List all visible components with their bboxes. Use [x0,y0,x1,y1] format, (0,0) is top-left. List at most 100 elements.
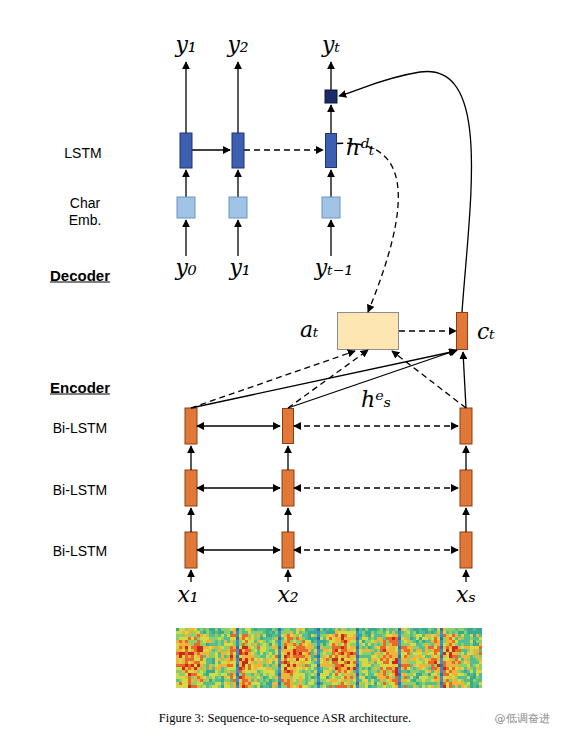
spectrogram-cell [212,676,215,679]
spectrogram-cell [458,685,461,688]
spectrogram-cell [422,685,425,688]
spectrogram-cell [461,631,464,634]
spectrogram-cell [422,628,425,631]
spectrogram-cell [305,667,308,670]
spectrogram-cell [326,640,329,643]
spectrogram-cell [419,643,422,646]
spectrogram-cell [245,628,248,631]
spectrogram-cell [416,640,419,643]
spectrogram-cell [380,640,383,643]
spectrogram-cell [287,655,290,658]
spectrogram-cell [401,661,404,664]
spectrogram-cell [221,649,224,652]
spectrogram-cell [290,664,293,667]
spectrogram-cell [389,631,392,634]
spectrogram-cell [410,661,413,664]
spectrogram-cell [272,646,275,649]
spectrogram-cell [434,646,437,649]
spectrogram-cell [323,628,326,631]
spectrogram-cell [215,631,218,634]
spectrogram-cell [215,676,218,679]
spectrogram-cell [383,682,386,685]
spectrogram-cell [443,637,446,640]
spectrogram-cell [230,682,233,685]
spectrogram-cell [233,655,236,658]
spectrogram-cell [329,682,332,685]
spectrogram-cell [446,667,449,670]
spectrogram-cell [455,661,458,664]
spectrogram-cell [413,643,416,646]
spectrogram-cell [338,676,341,679]
spectrogram-cell [239,685,242,688]
spectrogram-cell [314,652,317,655]
spectrogram-cell [467,652,470,655]
spectrogram-cell [266,640,269,643]
spectrogram-cell [458,676,461,679]
spectrogram-cell [368,634,371,637]
spectrogram-cell [194,673,197,676]
spectrogram-cell [188,643,191,646]
spectrogram-cell [365,631,368,634]
spectrogram-cell [281,673,284,676]
spectrogram-cell [359,628,362,631]
spectrogram-cell [452,634,455,637]
spectrogram-cell [458,643,461,646]
spectrogram-cell [203,673,206,676]
spectrogram-cell [404,658,407,661]
spectrogram-cell [359,679,362,682]
spectrogram-cell [437,667,440,670]
spectrogram-cell [323,679,326,682]
spectrogram-cell [440,628,443,631]
spectrogram-cell [350,679,353,682]
spectrogram-cell [446,637,449,640]
spectrogram-cell [464,646,467,649]
spectrogram-cell [362,664,365,667]
spectrogram-cell [404,682,407,685]
spectrogram-cell [233,634,236,637]
spectrogram-cell [326,679,329,682]
spectrogram-cell [377,673,380,676]
spectrogram-cell [380,676,383,679]
spectrogram-cell [353,685,356,688]
spectrogram-cell [188,670,191,673]
spectrogram-cell [446,649,449,652]
spectrogram-cell [224,685,227,688]
spectrogram-cell [443,679,446,682]
spectrogram-cell [227,661,230,664]
spectrogram-cell [242,661,245,664]
spectrogram-cell [296,631,299,634]
spectrogram-cell [248,652,251,655]
spectrogram-cell [296,637,299,640]
spectrogram-cell [455,679,458,682]
spectrogram-cell [218,628,221,631]
spectrogram-cell [209,673,212,676]
spectrogram-cell [341,631,344,634]
spectrogram-cell [281,652,284,655]
spectrogram-cell [404,679,407,682]
spectrogram-cell [431,664,434,667]
spectrogram-cell [368,643,371,646]
spectrogram-cell [359,673,362,676]
spectrogram-cell [335,628,338,631]
spectrogram-cell [335,676,338,679]
spectrogram-cell [230,649,233,652]
spectrogram-cell [182,634,185,637]
spectrogram-cell [431,673,434,676]
spectrogram-cell [383,670,386,673]
spectrogram-cell [269,649,272,652]
spectrogram-cell [344,649,347,652]
spectrogram-cell [176,634,179,637]
spectrogram-cell [464,658,467,661]
spectrogram-cell [221,670,224,673]
spectrogram-cell [305,679,308,682]
spectrogram-cell [278,631,281,634]
spectrogram-cell [329,661,332,664]
spectrogram-cell [317,637,320,640]
spectrogram-cell [461,628,464,631]
spectrogram-cell [251,655,254,658]
spectrogram-cell [200,676,203,679]
spectrogram-cell [392,631,395,634]
spectrogram-cell [179,643,182,646]
spectrogram-cell [299,631,302,634]
spectrogram-cell [362,631,365,634]
